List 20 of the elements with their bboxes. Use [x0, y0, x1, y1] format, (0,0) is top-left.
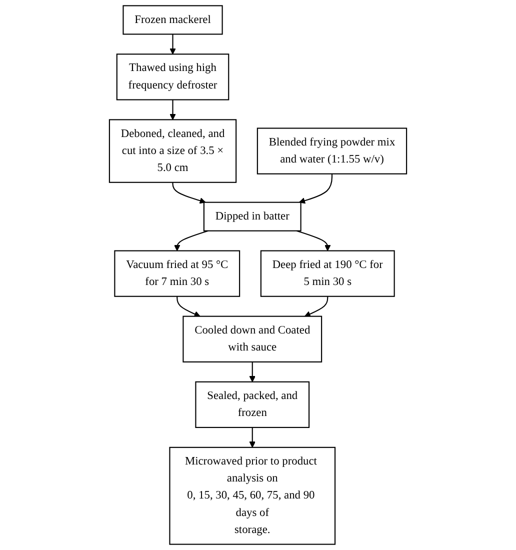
- node-box: Dipped in batter: [203, 202, 302, 232]
- arrow: [174, 230, 208, 252]
- node-box: Thawed using high frequency defroster: [116, 54, 230, 100]
- arrow: [172, 182, 206, 204]
- node-box: Deboned, cleaned, and cut into a size of 3.5 × 5.0 cm: [108, 119, 237, 183]
- arrow: [176, 296, 200, 317]
- arrow: [249, 427, 256, 448]
- node-box: Microwaved prior to product analysis on 0, 15, 30, 45, 60, 75, and 90 days of storage.: [169, 446, 336, 545]
- node-box: Sealed, packed, and frozen: [195, 381, 310, 428]
- arrow: [304, 296, 328, 317]
- node-box: Cooled down and Coated with sauce: [182, 316, 322, 362]
- node-box: Vacuum fried at 95 °C for 7 min 30 s: [114, 250, 240, 297]
- arrow: [298, 174, 333, 204]
- arrow: [170, 34, 176, 54]
- node-box: Frozen mackerel: [122, 5, 223, 35]
- node-box: Blended frying powder mix and water (1:1.55 w/v): [256, 128, 408, 174]
- arrow: [296, 230, 331, 252]
- node-box: Deep fried at 190 °C for 5 min 30 s: [260, 250, 395, 297]
- arrow: [170, 100, 176, 120]
- arrow: [249, 362, 256, 382]
